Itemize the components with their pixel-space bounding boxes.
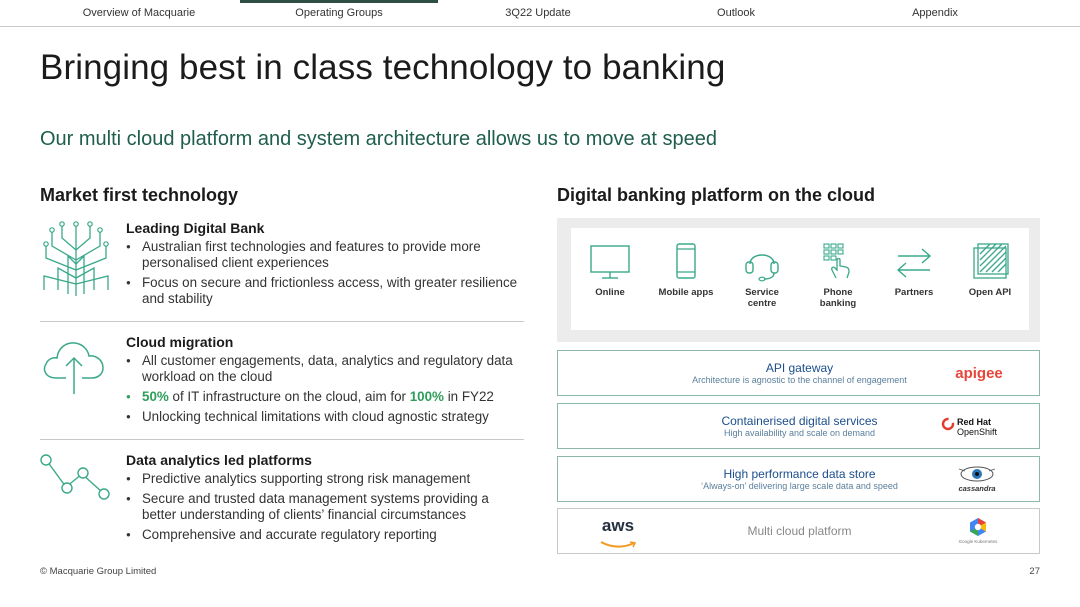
channel-service-centre: Service centre [724,228,800,309]
logo-text-line1: Red Hat [957,417,992,427]
page-number: 27 [1029,566,1040,577]
layer-containerised-services: Containerised digital services High avai… [557,403,1040,449]
layer-description: ‘Always-on’ delivering large scale data … [701,481,898,491]
section-title: Data analytics led platforms [126,452,312,468]
aws-logo-text: aws [601,516,635,535]
bullet-item: Australian first technologies and featur… [126,239,526,271]
layer-description: Architecture is agnostic to the channel … [692,375,907,385]
bullet-list: All customer engagements, data, analytic… [126,353,526,429]
right-column-heading: Digital banking platform on the cloud [557,185,875,205]
phone-icon [676,243,696,279]
bullet-item: Comprehensive and accurate regulatory re… [126,527,526,543]
highlight-percent: 100% [409,389,444,404]
apigee-logo: apigee [955,365,1003,382]
data-nodes-icon [40,454,110,500]
channel-online: Online [572,228,648,298]
page-subtitle: Our multi cloud platform and system arch… [40,128,717,150]
channel-open-api: Open API [952,228,1028,298]
circuit-tree-icon [43,221,109,296]
bullet-text: of IT infrastructure on the cloud, aim f… [168,389,410,404]
layer-title: API gateway [765,361,834,375]
gke-logo-text: Google Kubernetes [958,539,998,544]
aws-smile-icon [600,541,637,548]
bullet-item: All customer engagements, data, analytic… [126,353,526,385]
footer-copyright: © Macquarie Group Limited [40,566,157,577]
channel-label: Phone banking [819,287,857,309]
left-column-heading: Market first technology [40,185,239,205]
headset-icon [745,254,779,282]
monitor-icon [590,245,630,279]
aws-logo: aws [598,516,638,548]
bullet-item: Predictive analytics supporting strong r… [126,471,526,487]
bullet-item: Secure and trusted data management syste… [126,491,526,523]
page-title: Bringing best in class technology to ban… [40,48,726,87]
tab-operating-groups[interactable]: Operating Groups [240,0,438,27]
channel-mobile-apps: Mobile apps [648,228,724,298]
tab-3q22-update[interactable]: 3Q22 Update [505,7,571,19]
bullet-item: Unlocking technical limitations with clo… [126,409,526,425]
bullet-text: in FY22 [443,389,494,404]
channels-panel: Online Mobile apps Service centre [557,218,1040,342]
google-kubernetes-logo: Google Kubernetes [953,517,1003,547]
api-squares-icon [973,243,1009,279]
channel-label: Service centre [745,287,779,309]
gke-hexagon-icon [970,518,986,536]
section-title: Leading Digital Bank [126,220,265,236]
layer-title: Containerised digital services [721,414,878,428]
channel-label: Open API [968,287,1012,298]
divider [40,439,524,440]
divider [40,321,524,322]
cloud-upload-icon [43,342,104,394]
redhat-openshift-logo: Red Hat OpenShift [941,412,1011,442]
layer-multi-cloud: Multi cloud platform aws Google Kubernet… [557,508,1040,554]
layer-data-store: High performance data store ‘Always-on’ … [557,456,1040,502]
section-title: Cloud migration [126,334,234,350]
section-data-analytics: Data analytics led platforms Predictive … [40,452,524,552]
top-navigation: Overview of Macquarie Operating Groups 3… [0,0,1080,27]
channel-phone-banking: Phone banking [800,228,876,309]
section-leading-digital-bank: Leading Digital Bank Australian first te… [40,220,524,320]
channel-label: Online [595,287,625,298]
highlight-percent: 50% [142,389,169,404]
section-cloud-migration: Cloud migration All customer engagements… [40,334,524,434]
channel-label: Mobile apps [658,287,714,298]
logo-text-line2: OpenShift [957,427,998,437]
channels-inner: Online Mobile apps Service centre [571,228,1029,330]
tab-appendix[interactable]: Appendix [912,7,958,19]
redhat-icon [941,417,955,431]
layer-title: Multi cloud platform [747,524,852,538]
layer-title: High performance data store [723,467,876,481]
channel-label: Partners [894,287,934,298]
exchange-arrows-icon [896,248,932,278]
layer-description: High availability and scale on demand [723,428,876,438]
keypad-icon [823,243,850,279]
cassandra-logo: cassandra [947,465,1007,495]
bullet-list: Predictive analytics supporting strong r… [126,471,526,547]
cassandra-eye-icon [958,466,996,482]
channel-partners: Partners [876,228,952,298]
tab-overview[interactable]: Overview of Macquarie [82,7,196,19]
bullet-item: Focus on secure and frictionless access,… [126,275,526,307]
bullet-item-highlight: 50% of IT infrastructure on the cloud, a… [126,389,526,405]
logo-text: cassandra [958,484,996,493]
tab-outlook[interactable]: Outlook [717,7,755,19]
bullet-list: Australian first technologies and featur… [126,239,526,311]
layer-api-gateway: API gateway Architecture is agnostic to … [557,350,1040,396]
